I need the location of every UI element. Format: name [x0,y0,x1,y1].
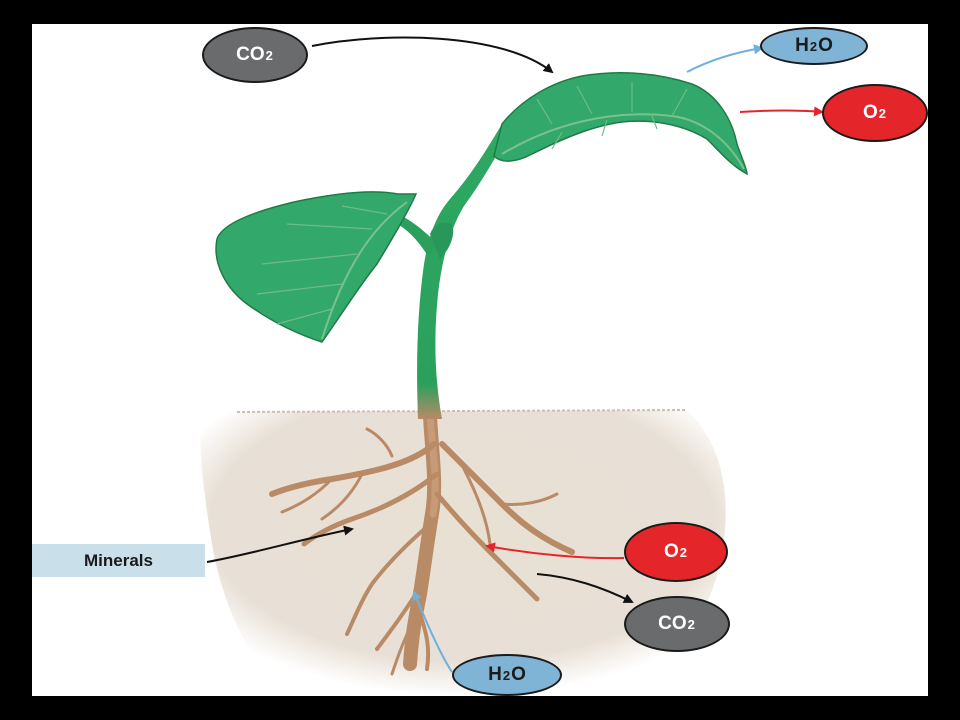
branch [394,214,437,256]
plant-diagram [200,36,824,696]
right-leaf [493,72,748,176]
h2o-bottom-subscript: 2 [502,667,511,683]
arrow-o2-to-root [485,542,625,560]
minerals-label: Minerals [84,550,153,570]
soil-surface-line [236,409,688,413]
minerals-label-box: Minerals [32,544,205,577]
h2o-top-label-o: O [818,35,833,56]
h2o-top-label-h: H [795,35,809,56]
h2o-bottom-label-o: O [511,664,526,685]
arrow-h2o-to-root [412,590,453,673]
o2-bottom-subscript: 2 [679,544,687,560]
arrow-root-to-co2 [536,573,634,603]
o2-bottom-label: O [663,541,679,562]
arrow-leaf-to-h2o [686,44,764,73]
h2o-top-subscript: 2 [809,38,818,54]
o2-top-label: O [862,102,878,123]
node-bud [430,222,454,259]
co2-bottom-label: CO [658,613,687,634]
arrow-leaf-to-o2 [739,106,824,117]
left-leaf [215,191,418,343]
co2-bottom-subscript: 2 [687,616,695,632]
arrow-minerals-to-root [206,525,354,563]
co2-top-subscript: 2 [265,47,273,63]
o2-top-subscript: 2 [878,105,886,121]
arrow-co2-to-leaf [311,36,554,74]
h2o-bottom-label-h: H [488,664,502,685]
stem [417,124,512,419]
co2-top-label: CO [236,44,265,65]
